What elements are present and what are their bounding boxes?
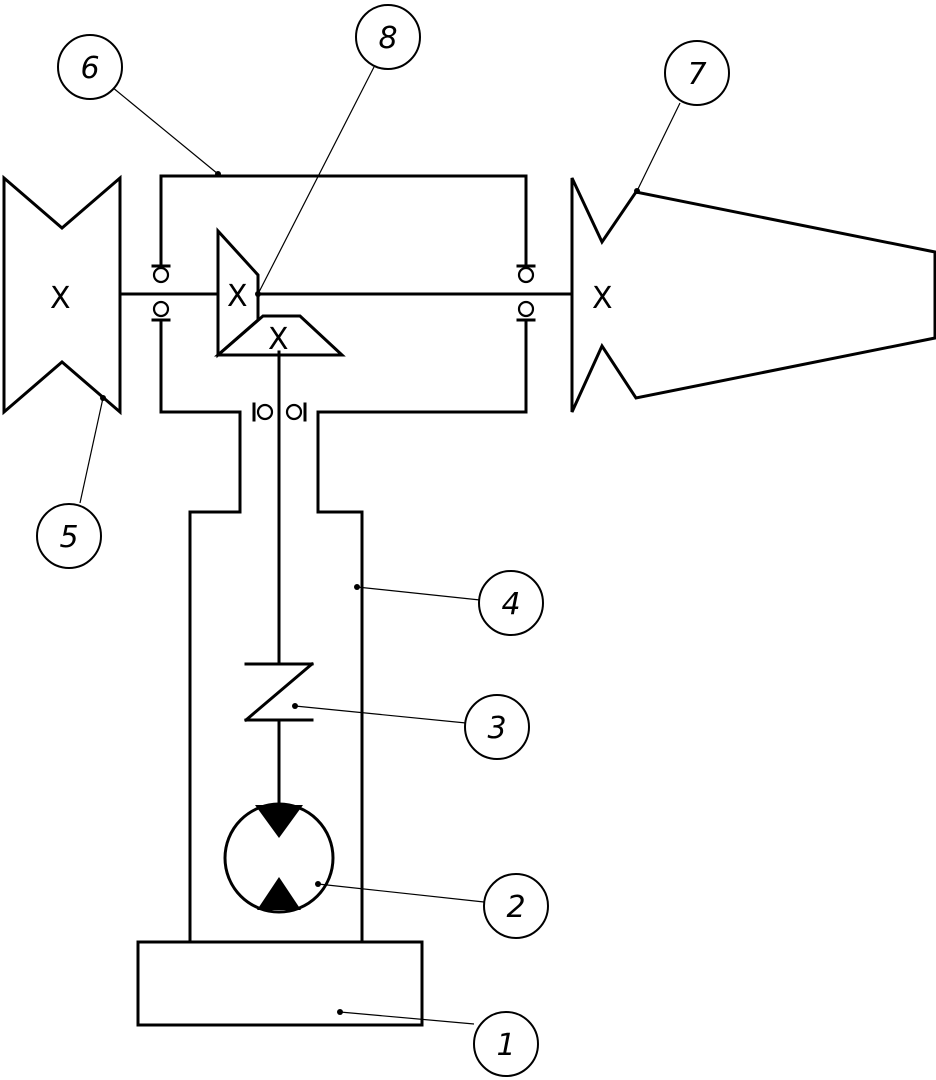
leader-lines <box>79 66 681 1025</box>
base <box>136 940 424 1027</box>
generator <box>223 802 335 914</box>
callout-3: 3 <box>464 694 530 760</box>
tower <box>188 410 364 944</box>
bearing-left <box>151 264 171 322</box>
svg-text:1: 1 <box>496 1028 515 1063</box>
callout-2: 2 <box>483 873 549 939</box>
gear-mark-right-rotor: X <box>592 281 613 316</box>
callout-5: 5 <box>36 503 102 569</box>
svg-text:5: 5 <box>59 520 78 555</box>
callout-4: 4 <box>478 570 544 636</box>
svg-text:7: 7 <box>687 57 706 92</box>
leader-dots <box>100 171 640 1015</box>
gear-mark-bevel-horizontal: X <box>268 322 289 357</box>
bearing-bottom <box>252 402 307 422</box>
callout-1: 1 <box>473 1011 539 1077</box>
right-rotor <box>570 177 936 413</box>
bearing-right <box>516 264 536 322</box>
svg-text:8: 8 <box>378 21 397 56</box>
frame <box>159 174 528 414</box>
callout-8: 8 <box>355 4 421 70</box>
svg-text:6: 6 <box>80 51 99 86</box>
svg-text:3: 3 <box>487 711 506 746</box>
svg-text:4: 4 <box>501 587 520 622</box>
callout-7: 7 <box>664 40 730 106</box>
gear-mark-bevel-vertical: X <box>227 279 248 314</box>
left-rotor <box>2 174 122 416</box>
callout-6: 6 <box>57 34 123 100</box>
bevel-gear <box>213 227 346 359</box>
coupling <box>243 661 315 723</box>
svg-text:2: 2 <box>506 890 525 925</box>
gear-mark-left-rotor: X <box>50 281 71 316</box>
